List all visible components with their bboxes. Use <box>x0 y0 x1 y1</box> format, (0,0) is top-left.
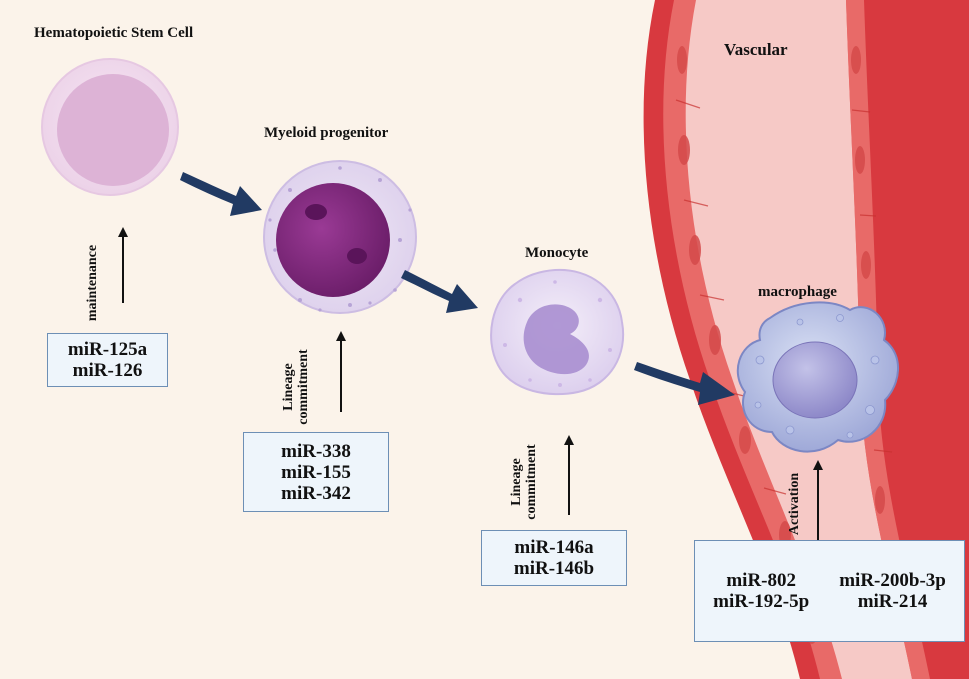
mirna-item: miR-342 <box>281 482 351 504</box>
activation-label: Activation <box>787 472 802 536</box>
mirna-item: miR-146b <box>513 558 595 579</box>
arrow-hsc-to-myeloid <box>180 172 262 216</box>
mirna-item: miR-802 <box>726 570 797 591</box>
vessel-right-outer <box>864 0 969 679</box>
monocyte-mirna-box: miR-146a miR-146b <box>481 530 627 586</box>
vessel-right-wall <box>846 0 930 679</box>
lineage-word-2: Lineage <box>509 458 524 506</box>
macrophage-mirna-box: miR-802 miR-200b-3p miR-192-5p miR-214 <box>694 540 965 642</box>
mirna-item: miR-200b-3p <box>839 570 946 591</box>
progression-arrows <box>180 172 735 405</box>
macrophage-label: macrophage <box>758 284 837 300</box>
regulation-arrows <box>118 227 823 540</box>
monocyte-cell <box>490 268 625 396</box>
myeloid-progenitor-label: Myeloid progenitor <box>264 125 389 141</box>
mirna-item: miR-155 <box>281 461 351 483</box>
arrow-myeloid-to-monocyte <box>401 270 478 313</box>
commitment-word-1: commitment <box>296 349 311 425</box>
macrophage-cell <box>736 301 899 453</box>
maintenance-label: maintenance <box>85 244 100 322</box>
lineage-commitment-label-1: Lineage commitment <box>281 337 315 437</box>
arrow-monocyte-to-macrophage <box>634 362 735 405</box>
vascular-label: Vascular <box>724 40 788 59</box>
mirna-item: miR-338 <box>281 440 351 462</box>
mirna-item: miR-214 <box>857 591 928 612</box>
mirna-item: miR-126 <box>72 360 143 381</box>
myeloid-progenitor-cell <box>263 160 417 314</box>
mirna-item: miR-125a <box>67 339 148 360</box>
lineage-commitment-label-2: Lineage commitment <box>509 432 543 532</box>
mirna-item: miR-192-5p <box>713 591 810 612</box>
hsc-label: Hematopoietic Stem Cell <box>34 25 194 41</box>
blood-vessel <box>643 0 969 679</box>
hsc-cell <box>41 58 179 196</box>
lineage-word-1: Lineage <box>281 363 296 411</box>
macrophage-mirna-grid: miR-802 miR-200b-3p miR-192-5p miR-214 <box>713 570 946 612</box>
myeloid-mirna-box: miR-338 miR-155 miR-342 <box>243 432 389 512</box>
monocyte-label: Monocyte <box>525 245 589 261</box>
commitment-word-2: commitment <box>524 444 539 520</box>
hsc-mirna-box: miR-125a miR-126 <box>47 333 168 387</box>
mirna-item: miR-146a <box>514 537 594 558</box>
